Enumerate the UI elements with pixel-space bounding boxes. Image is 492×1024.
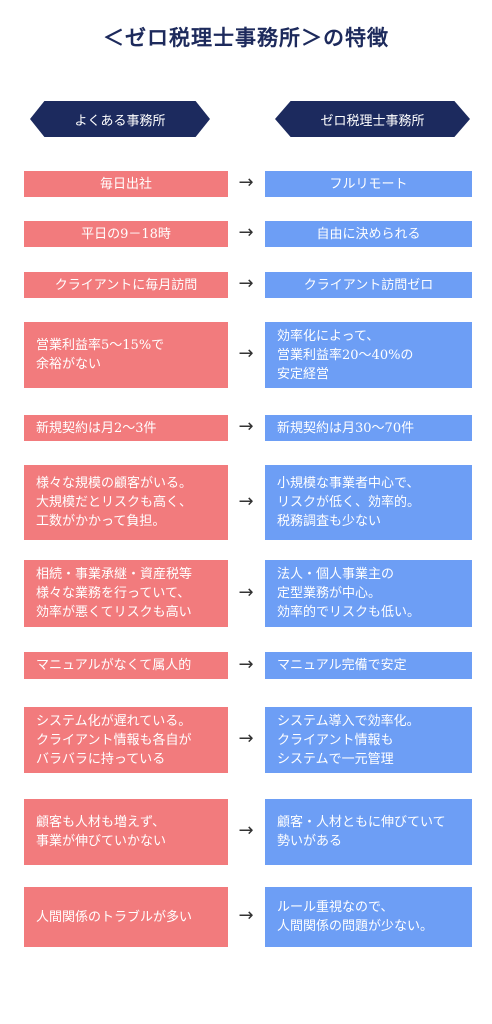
typical-office-item: 顧客も人材も増えず、 事業が伸びていかない [24, 799, 228, 865]
zero-office-item: フルリモート [265, 171, 472, 197]
arrow-right-icon: → [238, 273, 254, 294]
arrow-right-icon: → [238, 905, 254, 926]
typical-office-item: 営業利益率5～15%で 余裕がない [24, 322, 228, 388]
arrow-right-icon: → [238, 581, 254, 603]
zero-office-item: システム導入で効率化。 クライアント情報も システムで一元管理 [265, 707, 472, 773]
arrow-right-icon: → [238, 416, 254, 437]
header-zero-office: ゼロ税理士事務所 [275, 101, 470, 137]
typical-office-item: 平日の9－18時 [24, 221, 228, 247]
zero-office-item: 法人・個人事業主の 定型業務が中心。 効率的でリスクも低い。 [265, 560, 472, 627]
header-typical-office: よくある事務所 [30, 101, 210, 137]
arrow-right-icon: → [238, 172, 254, 193]
zero-office-item: 小規模な事業者中心で、 リスクが低く、効率的。 税務調査も少ない [265, 465, 472, 540]
typical-office-item: 新規契約は月2～3件 [24, 415, 228, 441]
zero-office-item: マニュアル完備で安定 [265, 652, 472, 679]
page-title: ＜ゼロ税理士事務所＞の特徴 [103, 25, 389, 50]
typical-office-item: 毎日出社 [24, 171, 228, 197]
zero-office-item: 自由に決められる [265, 221, 472, 247]
zero-office-item: クライアント訪問ゼロ [265, 272, 472, 298]
zero-office-item: 効率化によって、 営業利益率20～40%の 安定経営 [265, 322, 472, 388]
arrow-right-icon: → [238, 343, 254, 364]
typical-office-item: マニュアルがなくて属人的 [24, 652, 228, 679]
arrow-right-icon: → [238, 490, 254, 512]
arrow-right-icon: → [238, 653, 254, 675]
typical-office-item: システム化が遅れている。 クライアント情報も各自が バラバラに持っている [24, 707, 228, 773]
arrow-right-icon: → [238, 222, 254, 243]
arrow-right-icon: → [238, 728, 254, 749]
typical-office-item: クライアントに毎月訪問 [24, 272, 228, 298]
typical-office-item: 様々な規模の顧客がいる。 大規模だとリスクも高く、 工数がかかって負担。 [24, 465, 228, 540]
arrow-right-icon: → [238, 820, 254, 841]
typical-office-item: 人間関係のトラブルが多い [24, 887, 228, 947]
typical-office-item: 相続・事業承継・資産税等 様々な業務を行っていて、 効率が悪くてリスクも高い [24, 560, 228, 627]
zero-office-item: 新規契約は月30～70件 [265, 415, 472, 441]
zero-office-item: ルール重視なので、 人間関係の問題が少ない。 [265, 887, 472, 947]
zero-office-item: 顧客・人材ともに伸びていて 勢いがある [265, 799, 472, 865]
